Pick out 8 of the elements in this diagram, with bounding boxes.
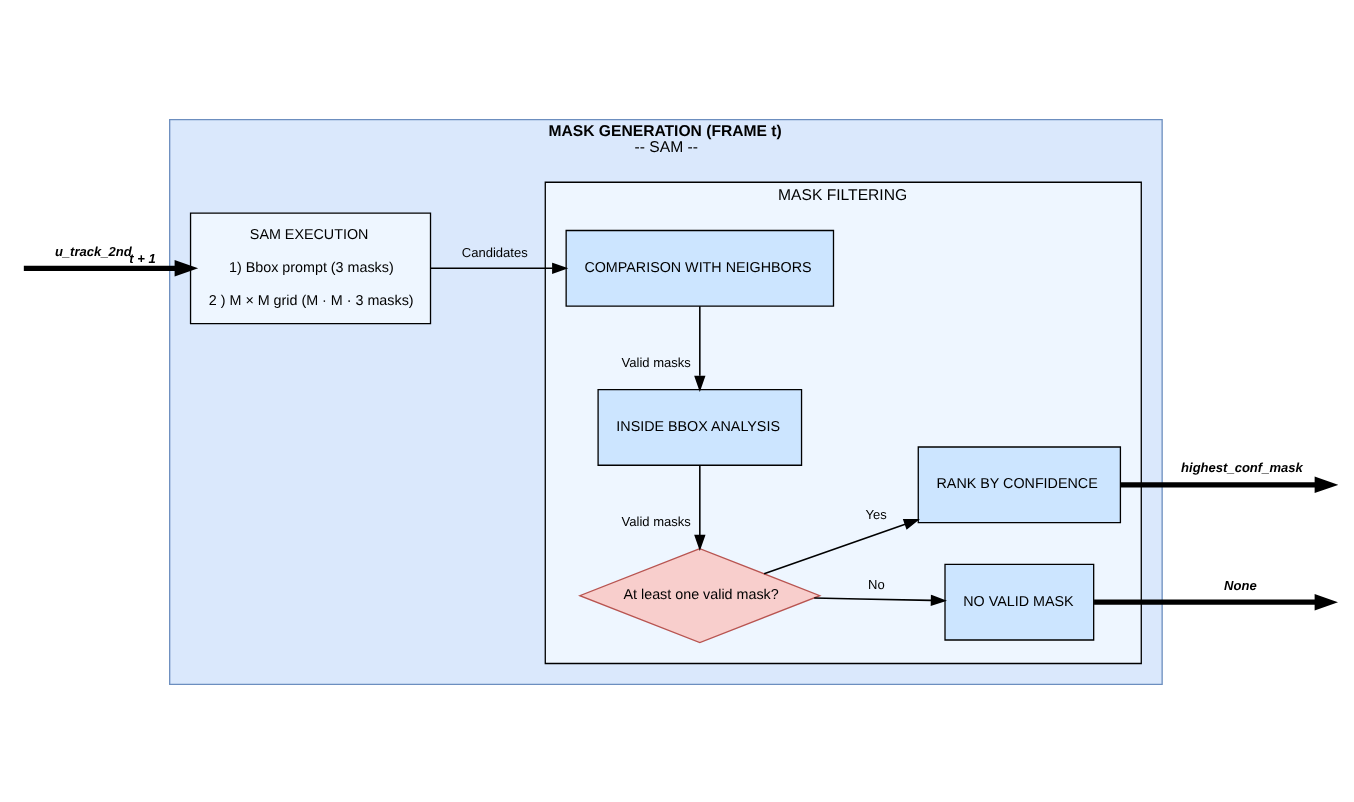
arrow (1120, 475, 1338, 493)
arrow (1094, 592, 1338, 610)
arrow (23, 259, 199, 276)
arrow (694, 304, 706, 391)
arrow (813, 593, 947, 606)
arrow (763, 518, 920, 574)
arrow (430, 261, 569, 273)
arrow (694, 463, 706, 551)
